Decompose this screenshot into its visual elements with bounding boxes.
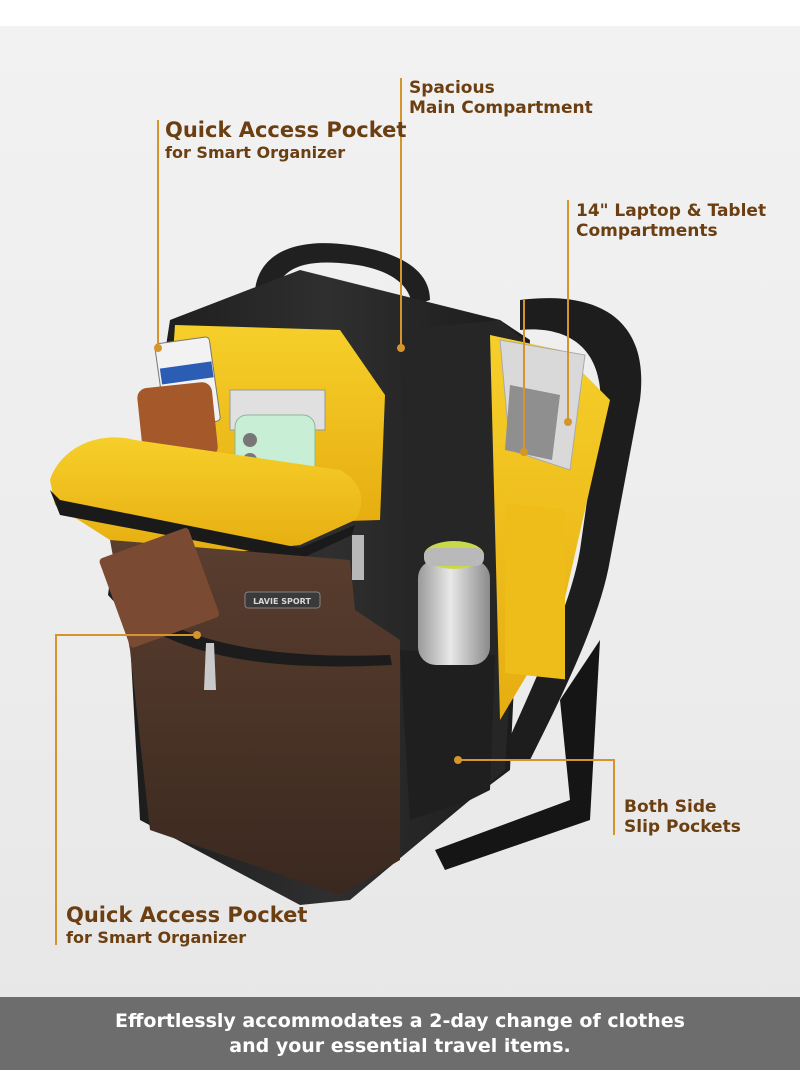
- brand-patch: [244, 591, 321, 609]
- callout-front-pocket: Quick Access Pocket for Smart Organizer: [66, 903, 307, 947]
- tablet: [505, 385, 560, 460]
- water-bottle: [418, 560, 490, 665]
- callout-side-pockets: Both Side Slip Pockets: [624, 797, 741, 838]
- bottom-margin: [0, 1070, 800, 1091]
- callout-top-pocket: Quick Access Pocket for Smart Organizer: [165, 118, 406, 162]
- top-handle: [255, 243, 430, 306]
- brand-label: LAVIE SPORT: [253, 597, 311, 606]
- callout-front-pocket-line2: for Smart Organizer: [66, 928, 247, 948]
- zipper-pull-front: [204, 643, 216, 690]
- zipper-pull-top: [352, 535, 364, 580]
- callout-laptop-line2: Compartments: [576, 221, 718, 242]
- callout-laptop-line1: 14" Laptop & Tablet: [576, 201, 767, 221]
- leader-side-pockets: [458, 759, 615, 835]
- card-blue: [159, 361, 214, 385]
- laptop-sleeve: [505, 503, 565, 680]
- caption-line2: and your essential travel items.: [229, 1034, 571, 1057]
- top-margin: [0, 0, 800, 26]
- callout-side-pockets-line1: Both Side: [624, 797, 717, 817]
- leader-front-pocket: [55, 634, 195, 945]
- callout-front-pocket-line1: Quick Access Pocket: [66, 903, 308, 927]
- callout-main-compartment: Spacious Main Compartment: [409, 78, 593, 119]
- caption-line1: Effortlessly accommodates a 2-day change…: [115, 1009, 685, 1032]
- callout-main-compartment-line1: Spacious: [409, 78, 495, 98]
- caption-banner: Effortlessly accommodates a 2-day change…: [0, 997, 800, 1070]
- callout-top-pocket-line1: Quick Access Pocket: [165, 118, 407, 142]
- callout-laptop: 14" Laptop & Tablet Compartments: [576, 201, 766, 242]
- callout-side-pockets-line2: Slip Pockets: [624, 817, 741, 838]
- lower-strap-webbing: [435, 640, 600, 870]
- wallet: [137, 382, 218, 463]
- callout-main-compartment-line2: Main Compartment: [409, 98, 593, 119]
- side-slip-pocket: [400, 650, 495, 820]
- callout-top-pocket-line2: for Smart Organizer: [165, 143, 346, 163]
- book: [99, 527, 220, 648]
